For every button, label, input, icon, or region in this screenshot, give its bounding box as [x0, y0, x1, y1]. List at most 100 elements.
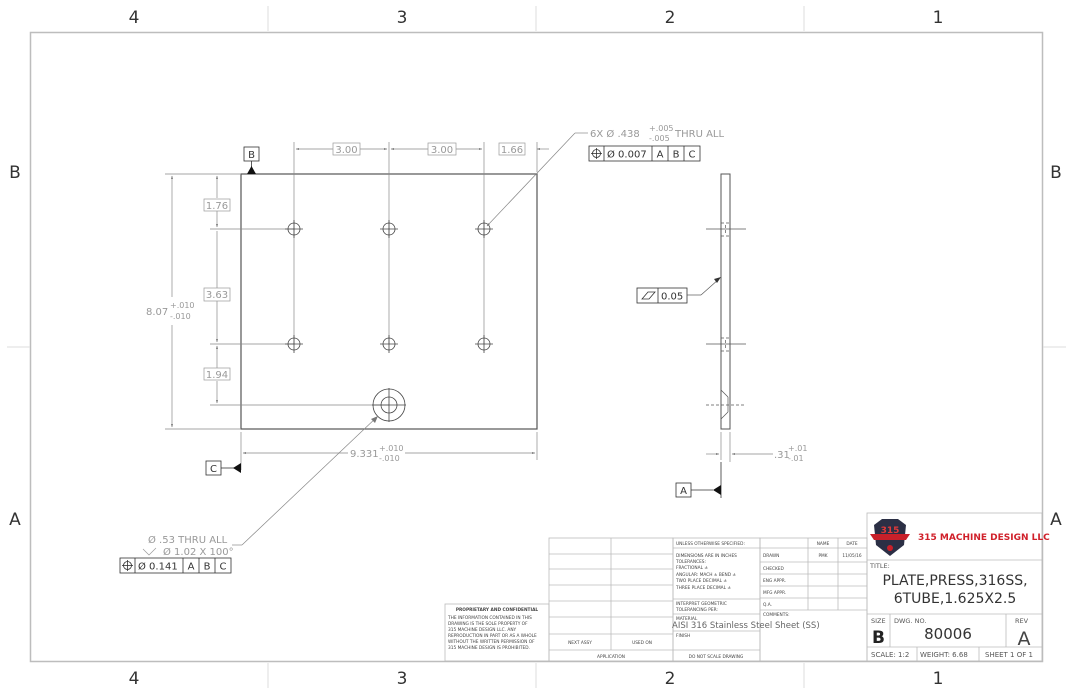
svg-text:DRAWING IS THE SOLE PROPERTY O: DRAWING IS THE SOLE PROPERTY OF [448, 621, 528, 627]
svg-text:+.005: +.005 [649, 124, 674, 133]
svg-text:PROPRIETARY AND CONFIDENTIAL: PROPRIETARY AND CONFIDENTIAL [456, 607, 539, 613]
svg-text:1.76: 1.76 [206, 201, 228, 212]
dim-right-edge: 1.66 [498, 142, 526, 156]
svg-text:3.00: 3.00 [335, 145, 357, 156]
weight: WEIGHT: 6.68 [920, 651, 968, 659]
svg-text:+.010: +.010 [170, 301, 195, 310]
centerlines [706, 228, 746, 420]
svg-text:COMMENTS:: COMMENTS: [763, 612, 790, 618]
hole-icon [380, 335, 398, 353]
next-assy-label: NEXT ASSY [568, 640, 592, 646]
hole-icon [475, 335, 493, 353]
feature-control-frame: Ø 0.141 A B C [119, 557, 232, 574]
svg-text:THE INFORMATION CONTAINED IN T: THE INFORMATION CONTAINED IN THIS [447, 615, 532, 621]
svg-text:MFG APPR.: MFG APPR. [763, 590, 786, 596]
svg-text:FINISH: FINISH [676, 633, 690, 639]
sheet-number: SHEET 1 OF 1 [985, 651, 1033, 659]
hole-callout[interactable]: 6X Ø .438 +.005 -.005 THRU ALL Ø 0.007 A… [486, 124, 724, 227]
svg-text:ENG APPR.: ENG APPR. [763, 578, 786, 584]
svg-text:FRACTIONAL ±: FRACTIONAL ± [676, 565, 708, 571]
used-on-label: USED ON [632, 640, 652, 646]
svg-text:A: A [680, 486, 687, 497]
datum-c[interactable]: C [205, 460, 241, 476]
drawing-title-line2: 6TUBE,1.625X2.5 [894, 591, 1017, 607]
svg-text:11/05/16: 11/05/16 [842, 553, 862, 559]
svg-text:NAME: NAME [817, 541, 830, 547]
plate-edge-outline [720, 173, 731, 430]
svg-text:+.010: +.010 [379, 444, 404, 453]
material-value: AISI 316 Stainless Steel Sheet (SS) [672, 621, 820, 631]
countersink-callout[interactable]: Ø .53 THRU ALL Ø 1.02 X 100° Ø 0.141 A B… [119, 415, 379, 574]
svg-text:TOLERANCES:: TOLERANCES: [675, 559, 706, 565]
svg-text:Ø 1.02 X 100°: Ø 1.02 X 100° [163, 546, 234, 558]
revision-value: A [1018, 628, 1031, 650]
svg-text:Q.A.: Q.A. [763, 602, 772, 608]
svg-text:UNLESS OTHERWISE SPECIFIED:: UNLESS OTHERWISE SPECIFIED: [676, 541, 745, 547]
dim-hole-spacing-2: 3.00 [427, 142, 457, 156]
svg-text:REV: REV [1015, 617, 1029, 625]
datum-a[interactable]: A [675, 462, 722, 498]
datum-b[interactable]: B [243, 146, 260, 174]
company-name: 315 MACHINE DESIGN LLC [918, 533, 1050, 543]
hole-icon [380, 220, 398, 238]
svg-text:3.00: 3.00 [431, 145, 453, 156]
svg-text:8.07: 8.07 [146, 307, 168, 318]
svg-text:ANGULAR: MACH ± BEND ±: ANGULAR: MACH ± BEND ± [676, 572, 736, 578]
side-view[interactable]: 0.05 .31 +.01 -.01 A [636, 173, 807, 498]
front-view[interactable]: 3.00 3.00 1.66 1.76 3.63 [119, 124, 724, 574]
svg-text:C: C [220, 562, 227, 573]
svg-text:DATE: DATE [846, 541, 857, 547]
thickness-dimension-lines [706, 432, 773, 462]
svg-text:C: C [689, 150, 696, 161]
left-dimension-lines [170, 175, 219, 428]
scale: SCALE: 1:2 [871, 651, 909, 659]
svg-text:PMK: PMK [818, 553, 827, 559]
zone-bottom-4: 4 [129, 669, 140, 689]
svg-text:B: B [673, 150, 680, 161]
svg-text:THRU ALL: THRU ALL [674, 129, 724, 140]
svg-text:WITHOUT THE WRITTEN PERMISSION: WITHOUT THE WRITTEN PERMISSION OF [448, 639, 535, 645]
dim-bottom-hole: 1.94 [203, 367, 231, 381]
zone-labels: 4 3 2 1 4 3 2 1 B A B A [9, 8, 1062, 689]
extension-lines [165, 142, 538, 470]
zone-right-b: B [1050, 163, 1062, 183]
svg-text:B: B [204, 562, 211, 573]
drawing-title-line1: PLATE,PRESS,316SS, [882, 573, 1027, 589]
application-label: APPLICATION [597, 654, 625, 660]
svg-text:A: A [657, 150, 664, 161]
zone-bottom-1: 1 [933, 669, 944, 689]
zone-top-4: 4 [129, 8, 140, 28]
tolerance-block: UNLESS OTHERWISE SPECIFIED: DIMENSIONS A… [672, 541, 820, 639]
svg-text:.31: .31 [774, 450, 790, 461]
position-icon [591, 148, 602, 159]
hole-icon [285, 220, 303, 238]
sheet-frame [7, 6, 1066, 688]
proprietary-notice: PROPRIETARY AND CONFIDENTIAL THE INFORMA… [447, 607, 538, 651]
dim-width: 9.331 +.010 -.010 [350, 444, 404, 463]
svg-text:SIZE: SIZE [871, 617, 886, 625]
zone-bottom-2: 2 [665, 669, 676, 689]
countersink-icon [142, 547, 157, 556]
zone-top-1: 1 [933, 8, 944, 28]
position-icon [122, 560, 133, 571]
flatness-icon [641, 291, 656, 300]
svg-text:DIMENSIONS ARE IN INCHES: DIMENSIONS ARE IN INCHES [676, 553, 737, 559]
svg-text:THREE PLACE DECIMAL ±: THREE PLACE DECIMAL ± [675, 585, 731, 591]
svg-text:9.331: 9.331 [350, 449, 379, 460]
svg-text:A: A [188, 562, 195, 573]
size-value: B [872, 628, 885, 648]
svg-text:INTERPRET GEOMETRIC: INTERPRET GEOMETRIC [676, 601, 727, 607]
svg-text:3.63: 3.63 [206, 290, 228, 301]
svg-text:-.005: -.005 [649, 134, 670, 143]
dim-thickness: .31 +.01 -.01 [774, 444, 807, 463]
zone-top-3: 3 [397, 8, 408, 28]
svg-text:TOLERANCING PER:: TOLERANCING PER: [675, 607, 718, 613]
svg-text:DWG. NO.: DWG. NO. [894, 617, 926, 625]
dim-top-row: 1.76 [203, 198, 231, 212]
flatness-callout: 0.05 [636, 277, 721, 304]
zone-bottom-3: 3 [397, 669, 408, 689]
zone-left-b: B [9, 163, 21, 183]
countersink-hole-icon [372, 388, 406, 422]
hole-icon [285, 335, 303, 353]
